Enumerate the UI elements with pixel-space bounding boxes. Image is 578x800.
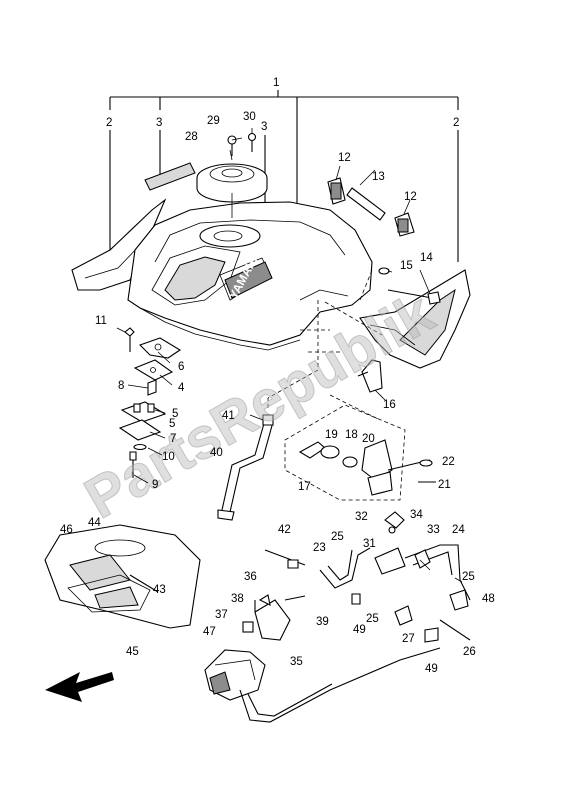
callout-10: 10 [162,451,175,463]
callout-49-a: 49 [353,624,366,636]
callout-25-c: 25 [366,613,379,625]
tank-bracket-parts [118,327,182,478]
callout-12-left: 12 [338,152,351,164]
guide-lines [267,269,383,421]
leader-lines [116,128,463,583]
breather-hose [217,414,274,521]
callout-9: 9 [152,479,158,491]
callout-25-a: 25 [331,531,344,543]
bracket-16 [357,359,383,393]
callout-26: 26 [463,646,476,658]
callout-34: 34 [410,509,423,521]
callout-45: 45 [126,646,139,658]
callout-15: 15 [400,260,413,272]
callout-14: 14 [420,252,433,264]
callout-2-left: 2 [106,117,112,129]
callout-40: 40 [210,447,223,459]
callout-29: 29 [207,115,220,127]
mount-parts [327,177,441,305]
tank-protector [44,524,201,629]
callout-7: 7 [170,433,176,445]
side-cover-right [359,269,471,369]
callout-3-left: 3 [156,117,162,129]
callout-38: 38 [231,593,244,605]
callout-48: 48 [482,593,495,605]
callout-33: 33 [427,524,440,536]
callout-47: 47 [203,626,216,638]
callout-36: 36 [244,571,257,583]
callout-16: 16 [383,399,396,411]
callout-1: 1 [273,77,279,89]
callout-11: 11 [95,315,107,327]
callout-12-right: 12 [404,191,417,203]
callout-5-lower: 5 [172,408,178,420]
direction-arrow-icon [45,672,114,702]
fuel-cock-group [284,404,436,501]
fuel-pump-assembly [204,549,441,723]
callout-13: 13 [372,171,385,183]
callout-2-right: 2 [453,117,459,129]
callout-42: 42 [278,524,291,536]
fuel-hoses-right [319,511,471,643]
callout-24: 24 [452,524,465,536]
callout-44: 44 [88,517,101,529]
decal-strip [144,162,196,191]
callout-20: 20 [362,433,375,445]
callout-35: 35 [290,656,303,668]
callout-39: 39 [316,616,329,628]
callout-23: 23 [313,542,326,554]
callout-8: 8 [118,380,124,392]
callout-30: 30 [243,111,256,123]
callout-49-b: 49 [425,663,438,675]
callout-5-upper: 5 [169,418,175,430]
callout-22: 22 [442,456,455,468]
callout-18: 18 [345,429,358,441]
callout-17: 17 [298,481,311,493]
callout-3-right: 3 [261,121,267,133]
callout-21: 21 [438,479,451,491]
fuel-tank [127,201,373,351]
callout-labels: 1 2 2 3 3 5 6 4 7 8 9 10 11 12 12 13 14 … [60,77,495,675]
callout-27: 27 [402,633,415,645]
callout-25-b: 25 [462,571,475,583]
callout-32: 32 [355,511,368,523]
callout-46: 46 [60,524,73,536]
callout-41: 41 [222,410,235,422]
fuel-cap-assembly [196,132,268,218]
callout-37: 37 [215,609,228,621]
callout-43: 43 [153,584,166,596]
callout-4: 4 [178,382,185,394]
callout-28: 28 [185,131,198,143]
callout-31: 31 [363,538,376,550]
callout-19: 19 [325,429,338,441]
callout-6: 6 [178,361,184,373]
